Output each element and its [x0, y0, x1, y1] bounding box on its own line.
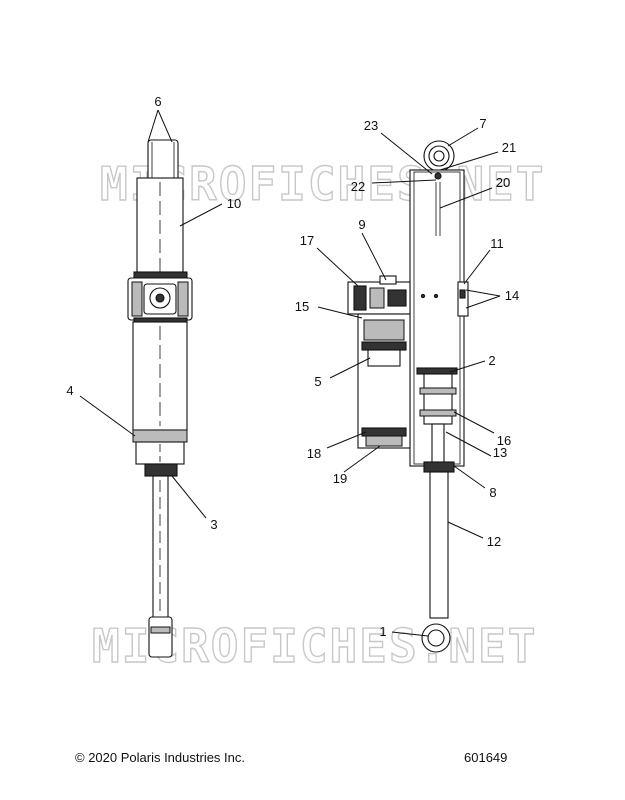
document-number: 601649 — [464, 750, 508, 765]
callout-14: 14 — [505, 288, 519, 303]
callout-16: 16 — [497, 433, 511, 448]
assembled-shock — [127, 139, 193, 658]
callout-19: 19 — [333, 471, 347, 486]
callout-10: 10 — [227, 196, 241, 211]
callout-1: 1 — [379, 624, 386, 639]
callout-labels: 6 10 4 3 7 23 21 22 20 9 17 11 14 15 2 5… — [66, 94, 519, 639]
shock-absorber-diagram: MICROFICHES.NET MICROFICHES.NET — [66, 94, 544, 674]
callout-22: 22 — [351, 179, 365, 194]
copyright-notice: © 2020 Polaris Industries Inc. — [75, 750, 245, 765]
callout-9: 9 — [358, 217, 365, 232]
callout-4: 4 — [66, 383, 73, 398]
callout-7: 7 — [479, 116, 486, 131]
callout-5: 5 — [314, 374, 321, 389]
callout-17: 17 — [300, 233, 314, 248]
leader-lines — [79, 109, 501, 637]
callout-6: 6 — [154, 94, 161, 109]
callout-13: 13 — [493, 445, 507, 460]
callout-8: 8 — [489, 485, 496, 500]
callout-20: 20 — [496, 175, 510, 190]
cutaway-shock — [347, 140, 469, 653]
callout-15: 15 — [295, 299, 309, 314]
callout-12: 12 — [487, 534, 501, 549]
callout-3: 3 — [210, 517, 217, 532]
callout-18: 18 — [307, 446, 321, 461]
callout-21: 21 — [502, 140, 516, 155]
callout-11: 11 — [490, 236, 504, 251]
callout-23: 23 — [364, 118, 378, 133]
callout-2: 2 — [488, 353, 495, 368]
